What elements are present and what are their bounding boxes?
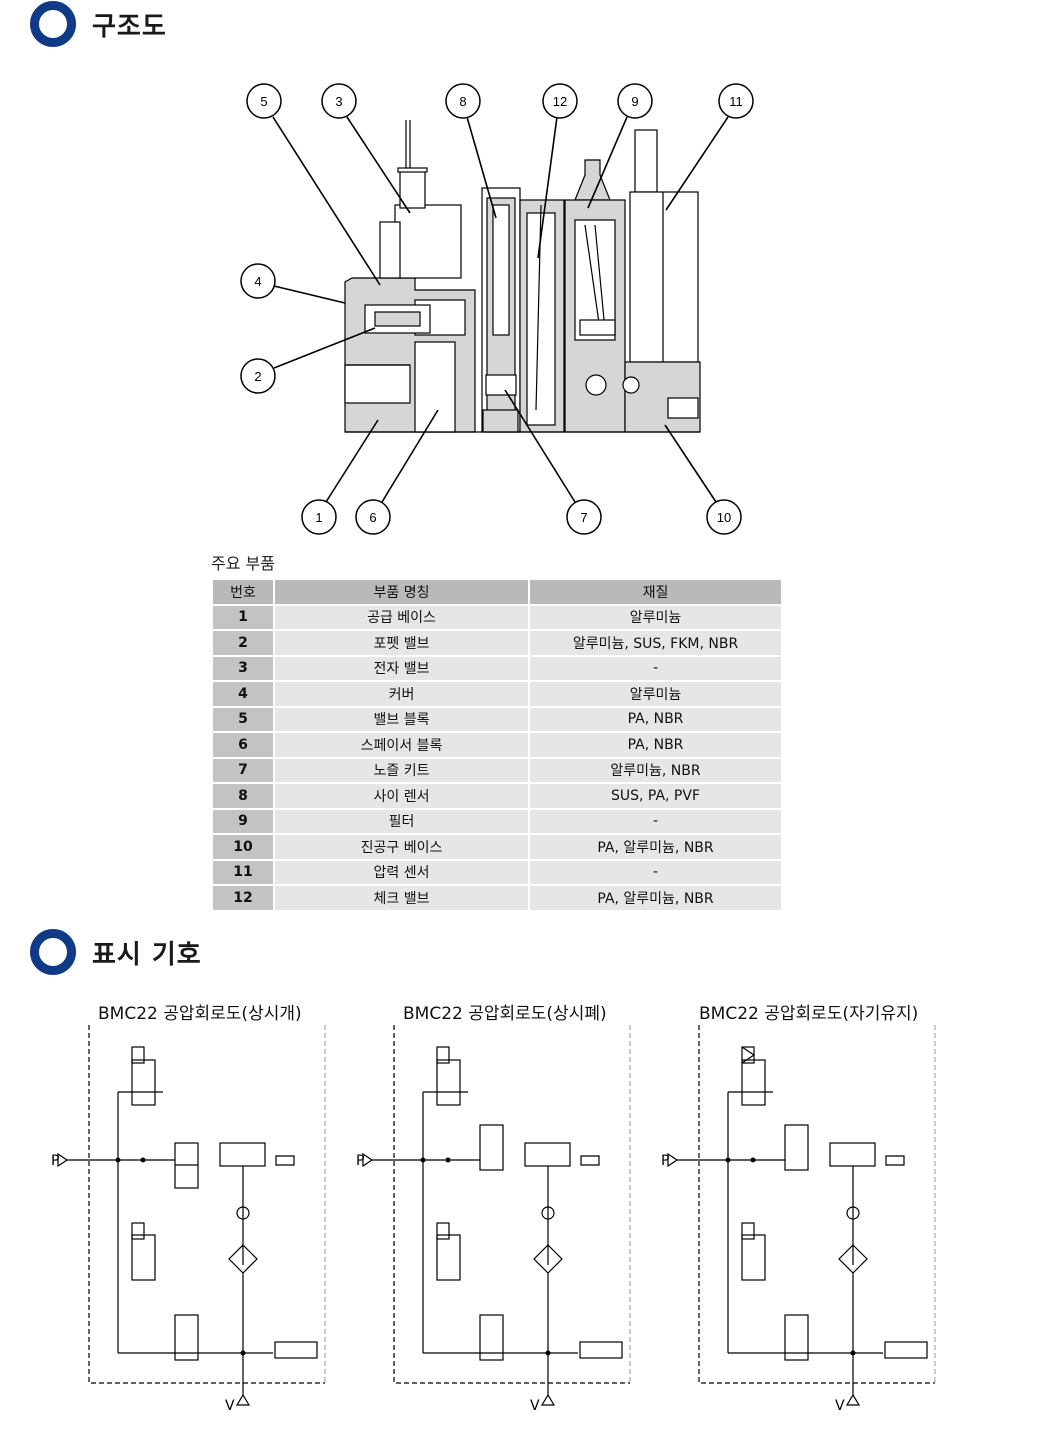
cell-name: 체크 밸브 (273, 884, 530, 912)
cell-no: 5 (211, 705, 275, 733)
callout-1: 1 (301, 499, 337, 535)
ring-bullet-icon (30, 929, 76, 975)
cell-name: 커버 (273, 680, 530, 708)
table-header-row: 번호 부품 명칭 재질 (211, 578, 783, 606)
cell-no: 3 (211, 654, 275, 682)
callout-11: 11 (718, 83, 754, 119)
callout-10: 10 (706, 499, 742, 535)
callout-2: 2 (240, 358, 276, 394)
cell-no: 6 (211, 731, 275, 759)
cell-name: 밸브 블록 (273, 705, 530, 733)
cell-material: SUS, PA, PVF (528, 782, 783, 810)
cell-no: 7 (211, 756, 275, 784)
cell-material: - (528, 858, 783, 886)
svg-text:9: 9 (631, 94, 638, 109)
cell-no: 8 (211, 782, 275, 810)
cell-name: 전자 밸브 (273, 654, 530, 682)
circuit-diagram-normally-closed: P V (356, 1025, 631, 1414)
section-title: 구조도 (92, 11, 167, 42)
cell-material: - (528, 654, 783, 682)
port-v-label: V (835, 1398, 845, 1414)
circuit-diagram-self-holding: P V (661, 1025, 936, 1414)
port-p-label: P (356, 1153, 364, 1169)
cell-name: 포펫 밸브 (273, 629, 530, 657)
header-name: 부품 명칭 (273, 578, 530, 606)
cell-name: 압력 센서 (273, 858, 530, 886)
cell-no: 12 (211, 884, 275, 912)
cell-no: 9 (211, 807, 275, 835)
header-material: 재질 (528, 578, 783, 606)
svg-text:4: 4 (254, 274, 261, 289)
cell-material: 알루미늄, NBR (528, 756, 783, 784)
svg-text:6: 6 (369, 510, 376, 525)
port-p-label: P (661, 1153, 669, 1169)
circuit-title-self-holding: BMC22 공압회로도(자기유지) (699, 1004, 919, 1024)
svg-text:1: 1 (315, 510, 322, 525)
cell-material: 알루미늄 (528, 680, 783, 708)
cell-material: PA, NBR (528, 705, 783, 733)
circuit-title-normally-open: BMC22 공압회로도(상시개) (98, 1004, 302, 1024)
ring-bullet-icon (30, 1, 76, 47)
cell-material: PA, 알루미늄, NBR (528, 833, 783, 861)
svg-text:8: 8 (459, 94, 466, 109)
svg-text:11: 11 (729, 94, 743, 109)
svg-text:7: 7 (580, 510, 587, 525)
callout-5: 5 (246, 83, 282, 119)
callout-8: 8 (445, 83, 481, 119)
port-v-label: V (530, 1398, 540, 1414)
callout-3: 3 (321, 83, 357, 119)
circuit-title-normally-closed: BMC22 공압회로도(상시폐) (403, 1004, 607, 1024)
cell-name: 필터 (273, 807, 530, 835)
port-p-label: P (51, 1153, 59, 1169)
cell-name: 공급 베이스 (273, 603, 530, 631)
cell-material: - (528, 807, 783, 835)
cell-name: 노즐 키트 (273, 756, 530, 784)
cell-material: PA, NBR (528, 731, 783, 759)
cell-name: 진공구 베이스 (273, 833, 530, 861)
svg-text:3: 3 (335, 94, 342, 109)
callout-4: 4 (240, 263, 276, 299)
svg-text:2: 2 (254, 369, 261, 384)
svg-text:5: 5 (260, 94, 267, 109)
callout-12: 12 (542, 83, 578, 119)
cell-material: 알루미늄, SUS, FKM, NBR (528, 629, 783, 657)
svg-text:10: 10 (717, 510, 731, 525)
structure-diagram: 5 3 8 12 9 11 4 2 1 6 7 10 (240, 83, 754, 535)
header-no: 번호 (211, 578, 275, 606)
cell-no: 10 (211, 833, 275, 861)
cell-material: 알루미늄 (528, 603, 783, 631)
cell-name: 스페이서 블록 (273, 731, 530, 759)
cell-no: 1 (211, 603, 275, 631)
section-header-symbols: 표시 기호 (30, 929, 202, 975)
section-header-structure: 구조도 (30, 1, 167, 47)
callout-6: 6 (355, 499, 391, 535)
svg-text:12: 12 (553, 94, 567, 109)
section-title: 표시 기호 (92, 939, 202, 970)
callout-7: 7 (566, 499, 602, 535)
circuit-diagram-normally-open: P V (51, 1025, 326, 1414)
port-v-label: V (225, 1398, 235, 1414)
cell-material: PA, 알루미늄, NBR (528, 884, 783, 912)
parts-table-caption: 주요 부품 (211, 554, 275, 573)
cell-name: 사이 렌서 (273, 782, 530, 810)
callout-9: 9 (617, 83, 653, 119)
cell-no: 2 (211, 629, 275, 657)
cell-no: 4 (211, 680, 275, 708)
cell-no: 11 (211, 858, 275, 886)
